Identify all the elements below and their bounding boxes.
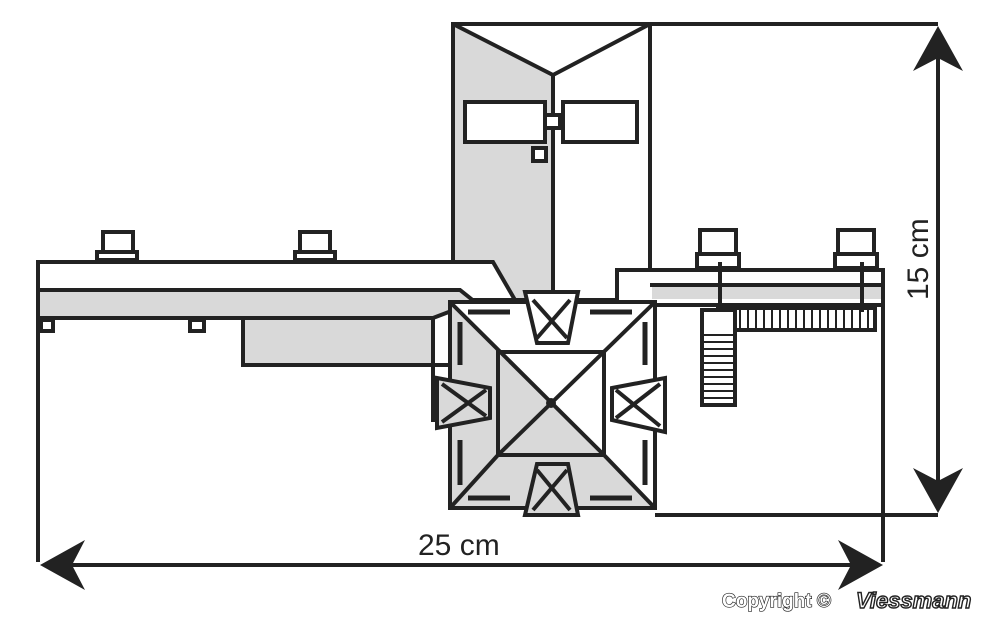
copyright-label: Copyright © [722, 591, 831, 612]
height-label: 15 cm [902, 218, 935, 300]
dimension-lines [36, 22, 963, 590]
brand-logo: Viessmann [856, 588, 971, 613]
dormer-right [610, 375, 667, 435]
arrow-down-icon [913, 468, 963, 513]
right-wing [615, 228, 885, 407]
arrow-right-icon [838, 540, 883, 590]
arrow-left-icon [40, 540, 85, 590]
dormer-top [522, 290, 581, 345]
rear-wing [451, 22, 652, 302]
dormer-left [435, 375, 492, 431]
width-label: 25 cm [418, 529, 500, 562]
central-tower [435, 290, 667, 517]
dormer-bottom [522, 462, 581, 517]
arrow-up-icon [913, 26, 963, 71]
